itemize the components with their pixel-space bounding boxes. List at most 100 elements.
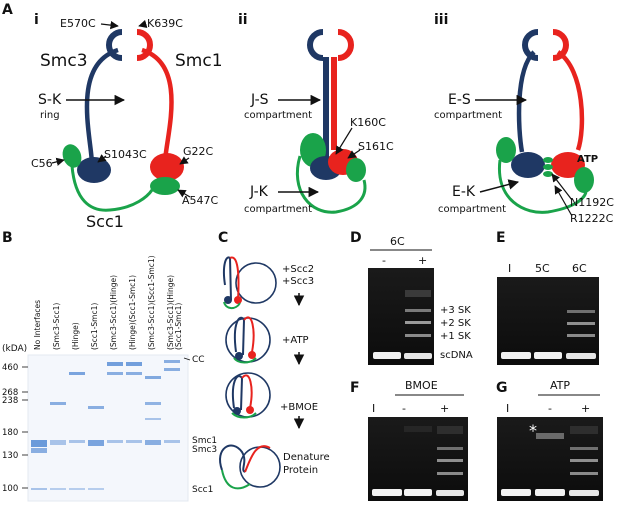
label-g22c: G22C: [183, 145, 214, 158]
panel-a-iii: iii E-S compartment ATP E-K compartment …: [434, 12, 614, 225]
protein-band: [126, 362, 142, 366]
protein-band: [126, 372, 142, 375]
agarose-gel-d: [368, 268, 434, 365]
label-scc1: Scc1: [86, 212, 124, 231]
protein-band: [145, 440, 161, 445]
label-js-sub: compartment: [244, 110, 312, 121]
scc1-c-domain: [150, 177, 180, 195]
lane-plus: +: [418, 254, 427, 267]
panel-label-c: C: [218, 230, 228, 246]
protein-band: [107, 362, 123, 366]
label-ring: ring: [40, 110, 60, 121]
panel-a-ii: ii J-S compartment K160C S161C J-K compa…: [238, 12, 394, 215]
scc1-linker: [70, 165, 154, 212]
smc3-hinge: [522, 29, 539, 61]
label-k160c: K160C: [350, 116, 386, 129]
lane-label: (Scc1-Smc1): [174, 303, 183, 350]
smc1-arm: [141, 47, 174, 164]
label-a547c: A547C: [182, 194, 219, 207]
lane-label: (Smc3-Scc1): [52, 303, 61, 350]
dna-circle: [225, 317, 271, 363]
label-s161c: S161C: [358, 140, 394, 153]
scc1-n-domain: [62, 144, 82, 168]
protein-band: [69, 488, 85, 490]
cohesin-smc1: [229, 256, 240, 301]
smc1-hinge: [552, 29, 569, 61]
protein-band: [126, 440, 142, 443]
header-bmoe: BMOE: [405, 379, 438, 392]
protein-band: [69, 440, 85, 443]
step-protein: Protein: [283, 465, 318, 476]
lane-6c: 6C: [572, 262, 587, 275]
protein-band: [145, 376, 161, 379]
label-r1222c: R1222C: [570, 212, 614, 225]
smc1-hinge: [337, 29, 354, 61]
marker-label: 238: [2, 396, 18, 406]
band-scdna: scDNA: [440, 350, 473, 361]
label-n1192c: N1192C: [570, 196, 614, 209]
panel-g-gel: ATP I - + *: [497, 379, 603, 501]
protein-band: [31, 488, 47, 490]
lane-plus: +: [440, 402, 449, 415]
label-js: J-S: [250, 92, 269, 108]
lane-5c: 5C: [535, 262, 550, 275]
protein-band: [88, 488, 104, 490]
smc1-hinge: [136, 29, 153, 61]
panel-label-a: A: [2, 2, 13, 18]
protein-band: [50, 488, 66, 490]
lane-minus: -: [548, 402, 552, 415]
smc3-hinge: [307, 29, 324, 61]
protein-band: [164, 440, 180, 443]
label-sk: S-K: [38, 92, 62, 108]
label-c56: C56: [31, 157, 53, 170]
smc3-head: [77, 157, 111, 183]
panel-f-gel: BMOE I - +: [368, 379, 468, 501]
label-atp: ATP: [577, 154, 598, 165]
scc1-c-domain: [574, 167, 594, 193]
marker-label: 460: [2, 363, 18, 373]
label-jk-sub: compartment: [244, 204, 312, 215]
label-smc1: Smc1: [175, 51, 223, 71]
step-scc3: +Scc3: [282, 276, 314, 287]
protein-band: [164, 368, 180, 371]
lane-minus: -: [402, 402, 406, 415]
label-es-sub: compartment: [434, 110, 502, 121]
asterisk-mark: *: [529, 421, 537, 440]
step-denature: Denature: [283, 452, 330, 463]
label-ek-sub: compartment: [438, 204, 506, 215]
label-s1043c: S1043C: [104, 148, 147, 161]
smc3-arm: [516, 50, 536, 153]
marker-label: 268: [2, 388, 18, 398]
denatured-smc1: [244, 445, 271, 473]
panel-label-i: i: [34, 12, 39, 28]
panel-e-gel: I 5C 6C: [497, 262, 599, 365]
lane-i: I: [372, 402, 375, 415]
label-smc3: Smc3: [40, 51, 88, 71]
marker-label: 180: [2, 428, 18, 438]
protein-band: [107, 372, 123, 375]
atp-molecule: [543, 171, 553, 177]
protein-band: [88, 406, 104, 409]
lane-label: (Smc3-Scc1)(Hinge): [109, 275, 118, 350]
label-e570c: E570C: [60, 17, 96, 30]
atp-molecule: [543, 157, 553, 163]
band-label-cc: CC: [192, 355, 205, 365]
lane-label: (Smc3-Scc1)(Scc1-Smc1): [147, 255, 156, 350]
panel-d-gel: 6C - + +3 SK +2 SK +1 SK scDNA: [368, 235, 473, 365]
denatured-smc3: [219, 444, 246, 473]
band-label-smc1: Smc1: [192, 436, 217, 446]
panel-label-e: E: [496, 230, 506, 246]
smc1-arm: [556, 50, 585, 151]
lane-label: (Hinge): [71, 322, 80, 350]
scc1-linker: [295, 155, 367, 214]
lane-label: No Interfaces: [33, 300, 42, 350]
header-atp: ATP: [550, 379, 570, 392]
band-3sk: +3 SK: [440, 305, 471, 316]
band-label-scc1: Scc1: [192, 485, 213, 495]
step-scc2: +Scc2: [282, 264, 314, 275]
lane-minus: -: [382, 254, 386, 267]
scc1-n-domain: [496, 137, 516, 163]
lane-plus: +: [581, 402, 590, 415]
protein-band: [164, 360, 180, 363]
